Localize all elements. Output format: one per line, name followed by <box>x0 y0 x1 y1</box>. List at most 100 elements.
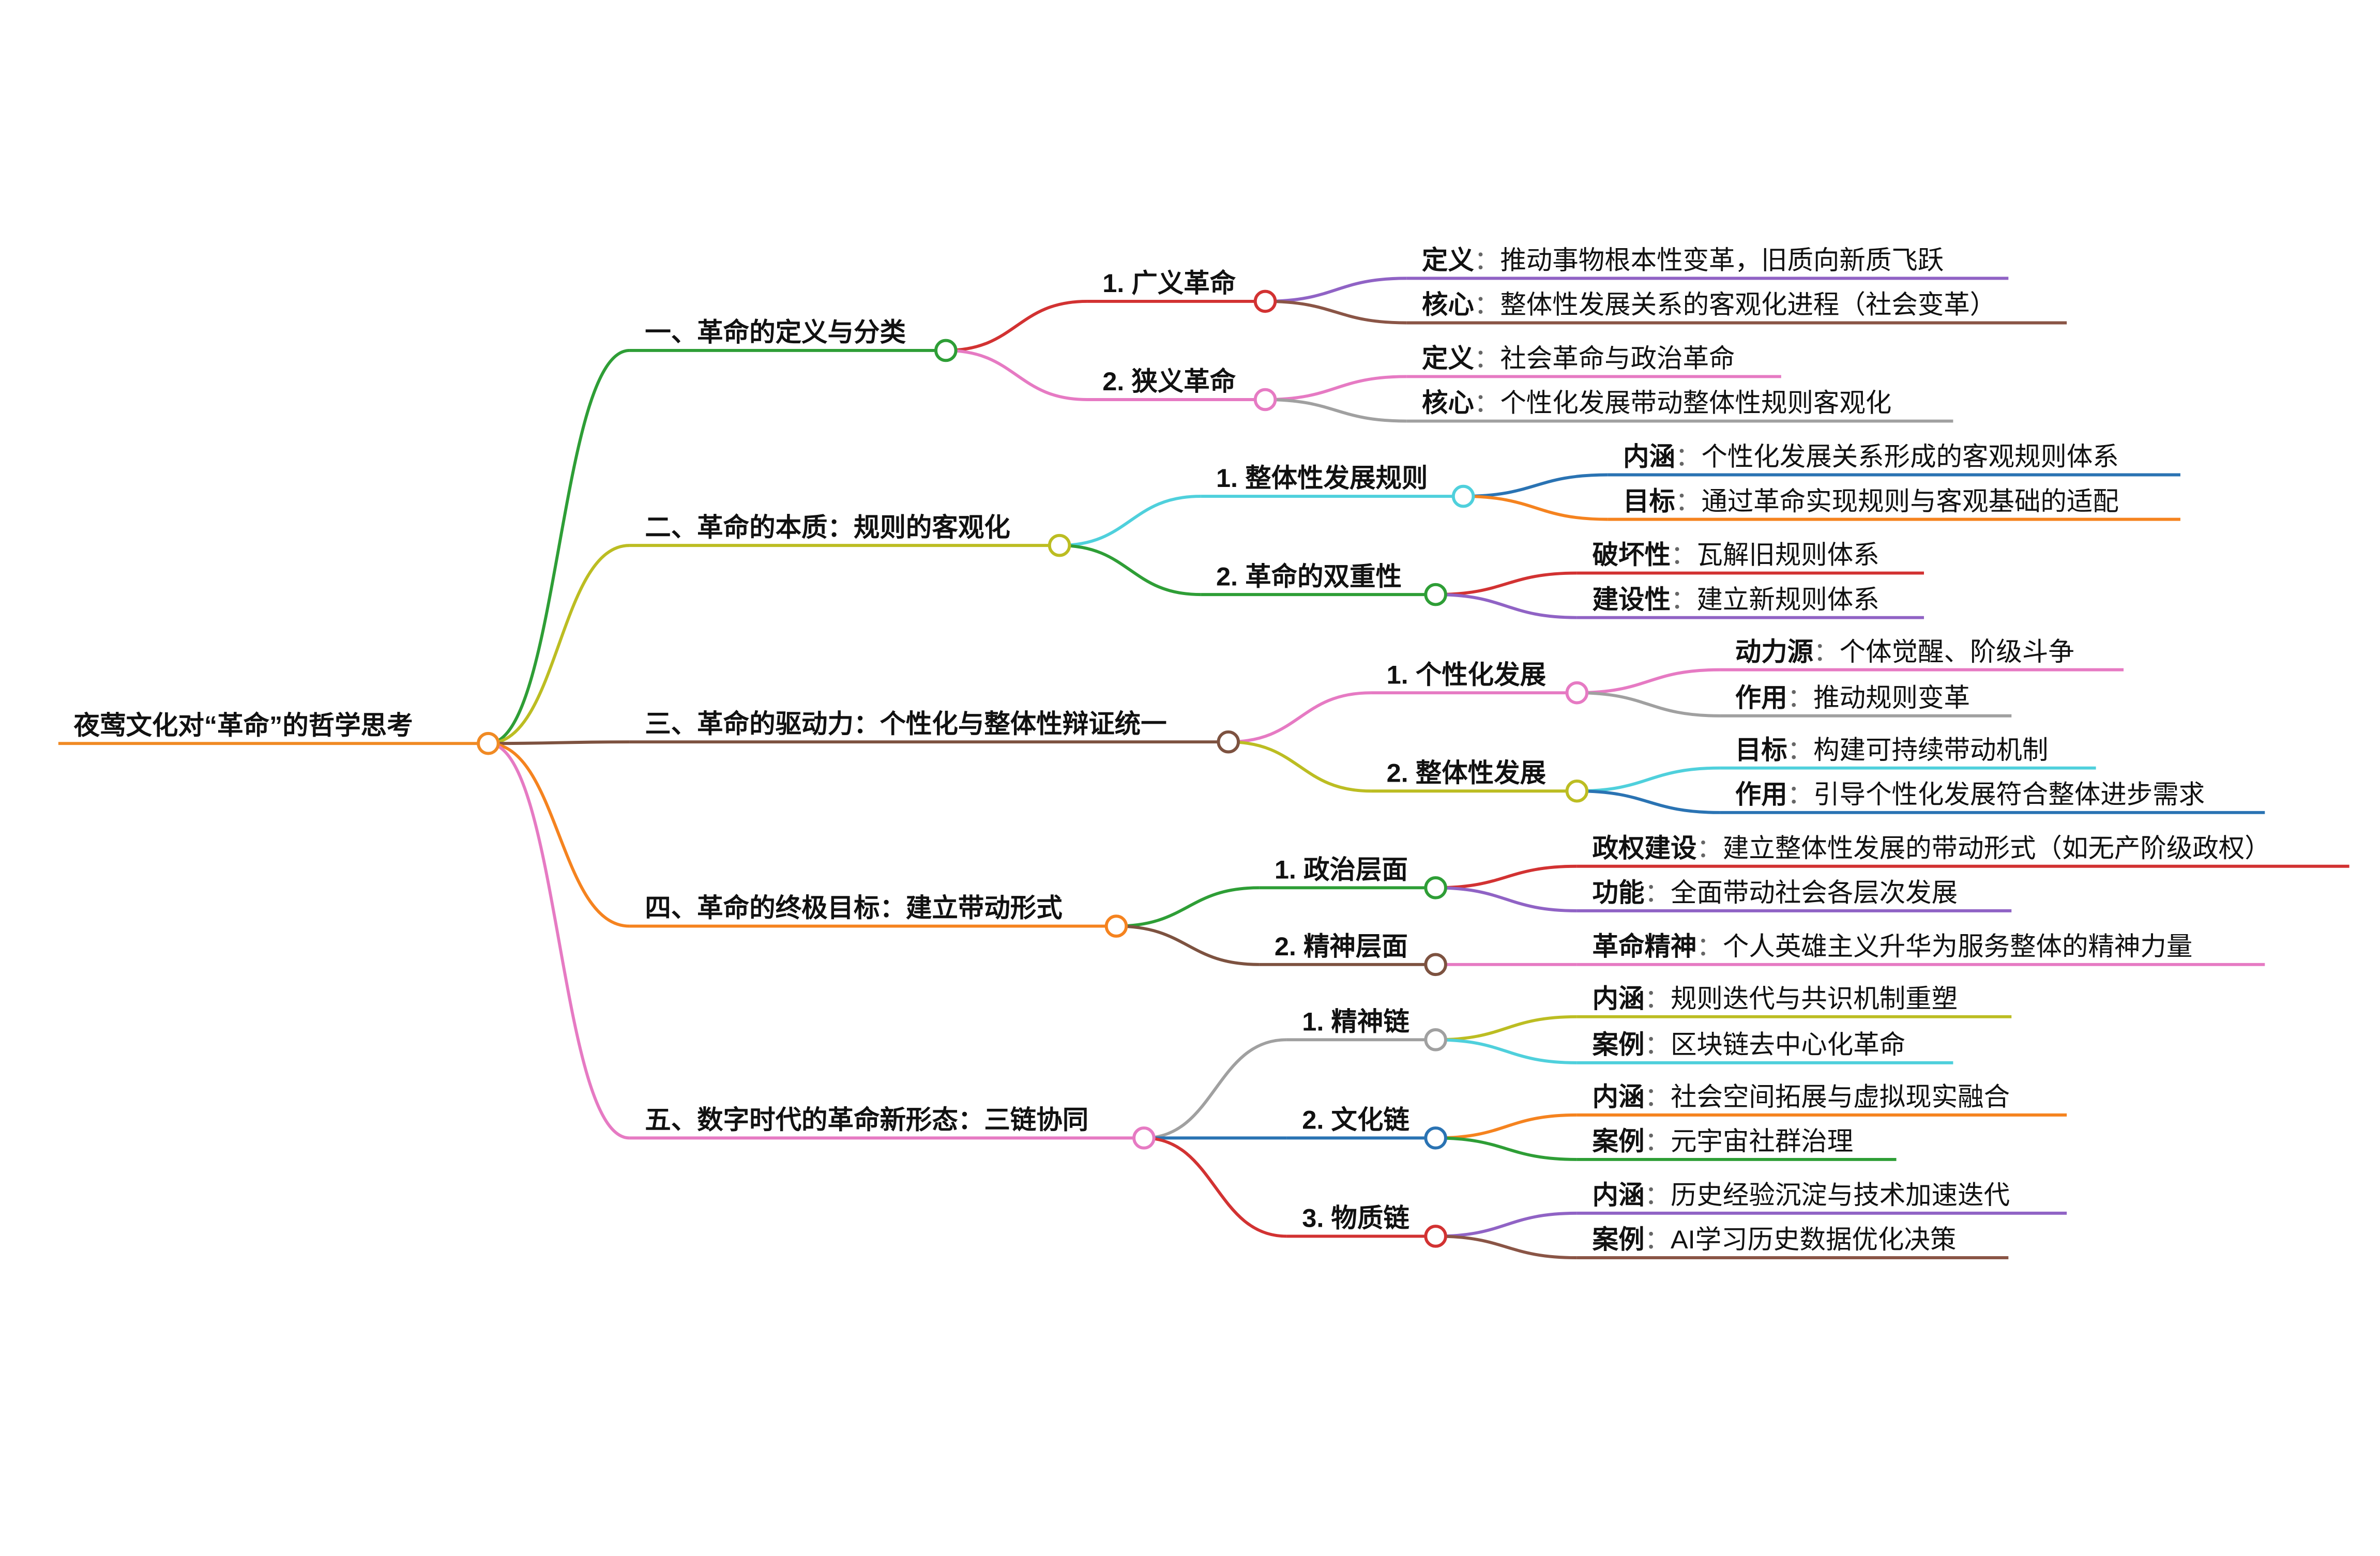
leaf-connector <box>1576 766 1720 793</box>
branch-connector <box>488 742 630 1140</box>
subtopic-connector <box>1144 1136 1287 1238</box>
leaf-value: 全面带动社会各层次发展 <box>1671 878 1958 907</box>
leaf-value: 元宇宙社群治理 <box>1671 1126 1853 1156</box>
subtopic-node[interactable] <box>1451 484 1475 508</box>
leaf-connector <box>1435 1234 1577 1259</box>
branch-topic[interactable]: 二、革命的本质：规则的客观化 <box>645 512 1010 542</box>
leaf-topic[interactable]: 目标：通过革命实现规则与客观基础的适配 <box>1623 486 2119 516</box>
subtopic-node[interactable] <box>1253 388 1277 411</box>
leaf-topic[interactable]: 建设性：建立新规则体系 <box>1593 585 1879 614</box>
subtopic[interactable]: 2. 革命的双重性 <box>1216 561 1402 591</box>
leaf-key: 内涵 <box>1593 984 1645 1013</box>
leaf-separator: ： <box>1644 984 1670 1013</box>
leaf-value: 推动事物根本性变革，旧质向新质飞跃 <box>1500 246 1944 275</box>
subtopic-node[interactable] <box>1424 1225 1447 1248</box>
root-node[interactable] <box>477 731 500 755</box>
subtopic-node[interactable] <box>1424 1126 1447 1150</box>
subtopic[interactable]: 3. 物质链 <box>1302 1203 1409 1233</box>
leaf-topic[interactable]: 案例：元宇宙社群治理 <box>1593 1126 1854 1156</box>
subtopic-connector <box>1228 740 1371 793</box>
leaf-value: 社会革命与政治革命 <box>1500 344 1735 373</box>
leaf-value: 整体性发展关系的客观化进程（社会变革） <box>1500 290 1996 319</box>
leaf-separator: ： <box>1813 637 1839 666</box>
leaf-topic[interactable]: 核心：个性化发展带动整体性规则客观化 <box>1422 388 1891 418</box>
subtopic[interactable]: 1. 广义革命 <box>1102 268 1236 298</box>
leaf-key: 内涵 <box>1623 442 1675 471</box>
leaf-topic[interactable]: 目标：构建可持续带动机制 <box>1735 735 2049 765</box>
branch-connector <box>488 742 630 928</box>
leaf-separator: ： <box>1474 290 1500 319</box>
subtopic-node[interactable] <box>1424 583 1447 606</box>
subtopic[interactable]: 2. 狭义革命 <box>1102 367 1236 396</box>
subtopic[interactable]: 1. 个性化发展 <box>1387 660 1547 689</box>
leaf-topic[interactable]: 作用：推动规则变革 <box>1735 683 1970 712</box>
leaf-topic[interactable]: 内涵：规则迭代与共识机制重塑 <box>1593 984 1958 1013</box>
leaf-topic[interactable]: 案例：AI学习历史数据优化决策 <box>1593 1225 1957 1254</box>
subtopic-connector <box>1059 544 1201 597</box>
leaf-topic[interactable]: 作用：引导个性化发展符合整体进步需求 <box>1735 780 2205 809</box>
leaf-topic[interactable]: 政权建设：建立整体性发展的带动形式（如无产阶级政权） <box>1593 833 2271 863</box>
leaf-connector <box>1435 886 1577 912</box>
branch-connector <box>488 740 630 745</box>
branch-node[interactable] <box>1104 914 1128 938</box>
leaf-value: 个性化发展关系形成的客观规则体系 <box>1701 442 2119 471</box>
leaf-topic[interactable]: 定义：推动事物根本性变革，旧质向新质飞跃 <box>1422 246 1944 275</box>
branch-node[interactable] <box>1217 730 1240 754</box>
leaf-topic[interactable]: 案例：区块链去中心化革命 <box>1593 1030 1906 1059</box>
leaf-key: 内涵 <box>1593 1082 1645 1111</box>
leaf-topic[interactable]: 革命精神：个人英雄主义升华为服务整体的精神力量 <box>1593 932 2193 961</box>
leaf-value: 区块链去中心化革命 <box>1671 1030 1905 1059</box>
subtopic-node[interactable] <box>1565 681 1589 705</box>
subtopic[interactable]: 1. 精神链 <box>1302 1007 1409 1036</box>
leaf-topic[interactable]: 内涵：个性化发展关系形成的客观规则体系 <box>1623 442 2119 471</box>
branch-topic[interactable]: 一、革命的定义与分类 <box>645 317 906 347</box>
branch-node[interactable] <box>934 339 958 362</box>
leaf-separator: ： <box>1787 735 1813 765</box>
subtopic-connector <box>1144 1038 1287 1140</box>
leaf-key: 案例 <box>1593 1225 1645 1254</box>
subtopic-connector <box>1059 495 1201 547</box>
branch-topic[interactable]: 三、革命的驱动力：个性化与整体性辩证统一 <box>645 709 1166 738</box>
subtopic-node[interactable] <box>1424 1028 1447 1051</box>
leaf-topic[interactable]: 功能：全面带动社会各层次发展 <box>1593 878 1958 907</box>
leaf-separator: ： <box>1644 1180 1670 1210</box>
root-topic[interactable]: 夜莺文化对“革命”的哲学思考 <box>73 710 413 740</box>
branch-topic[interactable]: 四、革命的终极目标：建立带动形式 <box>645 893 1063 923</box>
subtopic[interactable]: 2. 整体性发展 <box>1387 758 1547 787</box>
subtopic[interactable]: 2. 文化链 <box>1302 1105 1409 1135</box>
leaf-separator: ： <box>1787 780 1813 809</box>
branch-connector <box>488 348 630 745</box>
subtopic[interactable]: 1. 政治层面 <box>1275 855 1408 884</box>
leaf-key: 定义 <box>1422 246 1474 275</box>
leaf-topic[interactable]: 动力源：个体觉醒、阶级斗争 <box>1735 637 2074 666</box>
branch-node[interactable] <box>1132 1126 1156 1150</box>
leaf-topic[interactable]: 核心：整体性发展关系的客观化进程（社会变革） <box>1422 290 1996 319</box>
branch-node[interactable] <box>1048 533 1071 557</box>
subtopic-node[interactable] <box>1424 953 1447 977</box>
leaf-topic[interactable]: 定义：社会革命与政治革命 <box>1422 344 1735 373</box>
leaf-value: 推动规则变革 <box>1813 683 1970 712</box>
leaf-value: 规则迭代与共识机制重塑 <box>1671 984 1958 1013</box>
subtopic-node[interactable] <box>1424 876 1447 899</box>
subtopic-node[interactable] <box>1565 779 1589 803</box>
subtopic-connector <box>1116 886 1260 928</box>
leaf-separator: ： <box>1644 1126 1670 1156</box>
leaf-topic[interactable]: 内涵：历史经验沉淀与技术加速迭代 <box>1593 1180 2010 1210</box>
branch-topic[interactable]: 五、数字时代的革命新形态：三链协同 <box>645 1105 1088 1135</box>
leaf-key: 案例 <box>1593 1030 1645 1059</box>
leaf-separator: ： <box>1671 540 1696 570</box>
leaf-key: 目标 <box>1735 735 1787 765</box>
leaf-key: 目标 <box>1623 486 1675 516</box>
leaf-value: 构建可持续带动机制 <box>1813 735 2048 765</box>
subtopic[interactable]: 1. 整体性发展规则 <box>1216 463 1428 493</box>
leaf-key: 内涵 <box>1593 1180 1645 1210</box>
subtopic-node[interactable] <box>1253 289 1277 313</box>
leaf-topic[interactable]: 内涵：社会空间拓展与虚拟现实融合 <box>1593 1082 2010 1111</box>
leaf-value: 个性化发展带动整体性规则客观化 <box>1500 388 1891 418</box>
leaf-key: 作用 <box>1735 683 1787 712</box>
leaf-connector <box>1463 473 1608 498</box>
leaf-topic[interactable]: 破坏性：瓦解旧规则体系 <box>1593 540 1879 570</box>
subtopic[interactable]: 2. 精神层面 <box>1275 932 1408 961</box>
